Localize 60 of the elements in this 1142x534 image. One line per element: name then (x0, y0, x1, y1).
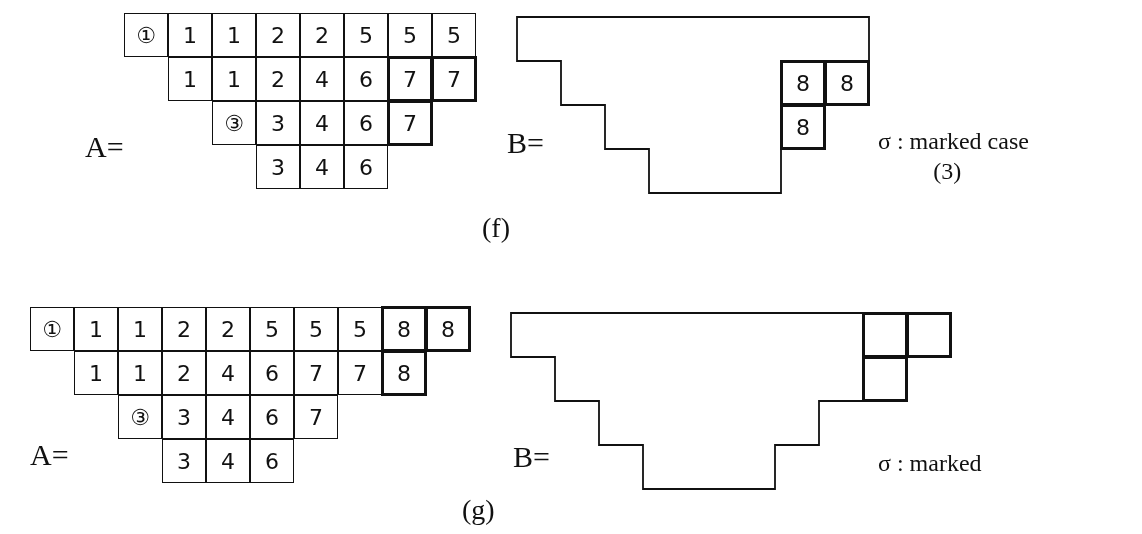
tableau-cell: 6 (344, 145, 388, 189)
tableau-cell: 3 (162, 395, 206, 439)
tableau-cell: 4 (300, 101, 344, 145)
tableau-cell: 1 (74, 351, 118, 395)
tableau-cell: 2 (300, 13, 344, 57)
tableau-label: B= (507, 126, 544, 160)
tableau-cell: 6 (344, 101, 388, 145)
tableau-cell: 2 (256, 57, 300, 101)
tableau-label: B= (513, 440, 550, 474)
tableau-cell: 1 (212, 57, 256, 101)
marked-tableau-cell: 7 (431, 56, 477, 102)
marked-cell: 8 (824, 60, 870, 106)
tableau-cell: 4 (300, 145, 344, 189)
figure-caption: (g) (462, 494, 495, 526)
marked-tableau-cell: 8 (425, 306, 471, 352)
tableau-cell: 3 (162, 439, 206, 483)
marked-note: σ : marked (878, 450, 982, 477)
tableau-cell: 6 (250, 395, 294, 439)
tableau-cell: 2 (162, 307, 206, 351)
tableau-cell: 1 (118, 307, 162, 351)
marked-cell: 8 (780, 60, 826, 106)
tableau-cell: ① (124, 13, 168, 57)
marked-cell: 8 (780, 104, 826, 150)
tableau-cell: 5 (294, 307, 338, 351)
tableau-cell: ③ (118, 395, 162, 439)
tableau-cell: 1 (74, 307, 118, 351)
tableau-cell: ③ (212, 101, 256, 145)
tableau-cell: 7 (294, 351, 338, 395)
tableau-cell: 5 (250, 307, 294, 351)
tableau-cell: 4 (300, 57, 344, 101)
tableau-cell: 7 (338, 351, 382, 395)
figure-caption: (f) (482, 212, 510, 244)
tableau-cell: 1 (212, 13, 256, 57)
tableau-cell: 1 (168, 57, 212, 101)
tableau-cell: 5 (388, 13, 432, 57)
marked-tableau-cell: 7 (387, 56, 433, 102)
tableau-cell: 1 (118, 351, 162, 395)
tableau-cell: 5 (432, 13, 476, 57)
tableau-cell: 4 (206, 351, 250, 395)
marked-tableau-cell: 8 (381, 306, 427, 352)
tableau-cell: 2 (162, 351, 206, 395)
tableau-label: A= (30, 438, 69, 472)
tableau-cell: 2 (256, 13, 300, 57)
tableau-cell: 6 (250, 439, 294, 483)
tableau-cell: ① (30, 307, 74, 351)
marked-note: σ : marked case (3) (878, 127, 1030, 186)
tableau-cell: 6 (344, 57, 388, 101)
tableau-cell: 3 (256, 145, 300, 189)
tableau-cell: 5 (338, 307, 382, 351)
marked-tableau-cell: 8 (381, 350, 427, 396)
tableau-cell: 3 (256, 101, 300, 145)
marked-tableau-cell: 7 (387, 100, 433, 146)
tableau-cell: 7 (294, 395, 338, 439)
tableau-cell: 6 (250, 351, 294, 395)
tableau-cell: 2 (206, 307, 250, 351)
tableau-label: A= (85, 130, 124, 164)
tableau-cell: 4 (206, 395, 250, 439)
tableau-cell: 5 (344, 13, 388, 57)
tableau-cell: 4 (206, 439, 250, 483)
tableau-cell: 1 (168, 13, 212, 57)
